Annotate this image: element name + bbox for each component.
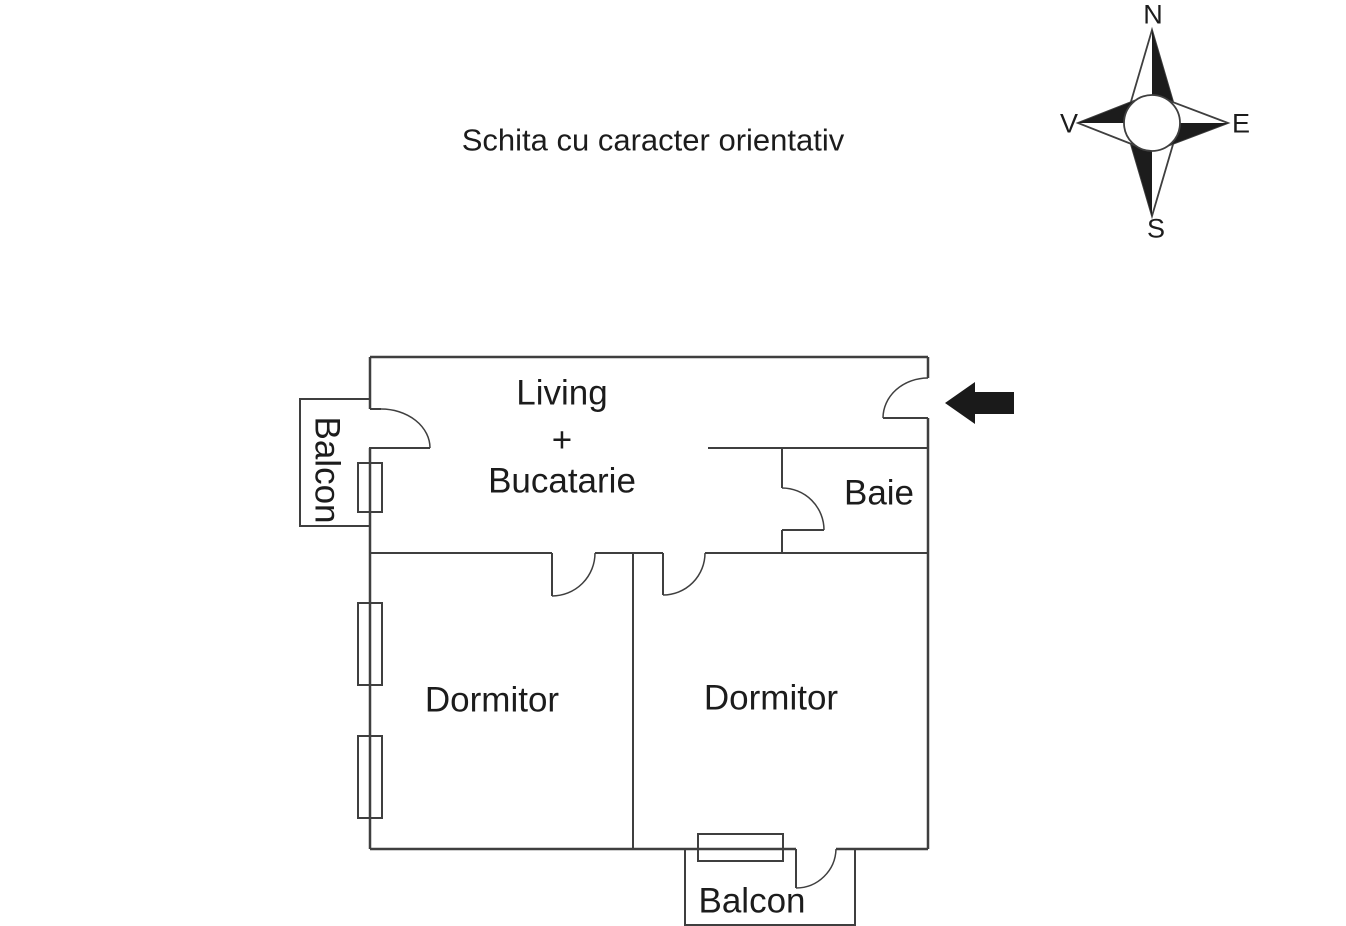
compass-west-label: V [1059, 108, 1079, 139]
outer-walls [368, 355, 930, 851]
room-label-balcon-left: Balcon [307, 416, 347, 524]
room-label-balcon-bottom: Balcon [698, 881, 806, 921]
interior-walls [370, 447, 928, 849]
compass-south-label: S [1146, 213, 1166, 244]
room-label-living-plus: + [551, 420, 573, 460]
door-arc [380, 408, 431, 449]
door-arc [781, 487, 825, 531]
door-arc [662, 552, 706, 596]
windows [357, 462, 784, 862]
room-label-bucatarie: Bucatarie [488, 461, 636, 501]
compass-east-label: E [1231, 108, 1251, 139]
room-label-dormitor-right: Dormitor [703, 678, 839, 718]
window-dormitor-left-1 [357, 602, 383, 686]
window-dormitor-left-2 [357, 735, 383, 819]
door-entrance [882, 377, 929, 419]
doors [369, 377, 929, 889]
door-balcony-bottom [795, 848, 837, 889]
door-dormitor-right [662, 552, 706, 596]
door-living-balcony [369, 408, 431, 449]
window-balcony-bottom [697, 833, 784, 862]
door-arc [882, 377, 929, 419]
room-label-baie: Baie [843, 473, 915, 513]
balcony-left-outline [299, 398, 370, 527]
door-arc [551, 552, 596, 597]
compass-north-label: N [1143, 0, 1163, 30]
door-baie [781, 487, 825, 531]
door-arc [795, 848, 837, 889]
door-dormitor-left [551, 552, 596, 597]
room-label-living: Living [516, 373, 608, 413]
page-title: Schita cu caracter orientativ [461, 122, 845, 158]
balconies [299, 398, 856, 926]
window-balcony-left [357, 462, 383, 513]
compass-rose-icon [1075, 26, 1231, 220]
room-label-dormitor-left: Dormitor [424, 680, 560, 720]
compass-circle [1123, 94, 1181, 152]
balcony-bottom-outline [684, 849, 856, 926]
entrance-arrow-icon [945, 382, 1014, 424]
